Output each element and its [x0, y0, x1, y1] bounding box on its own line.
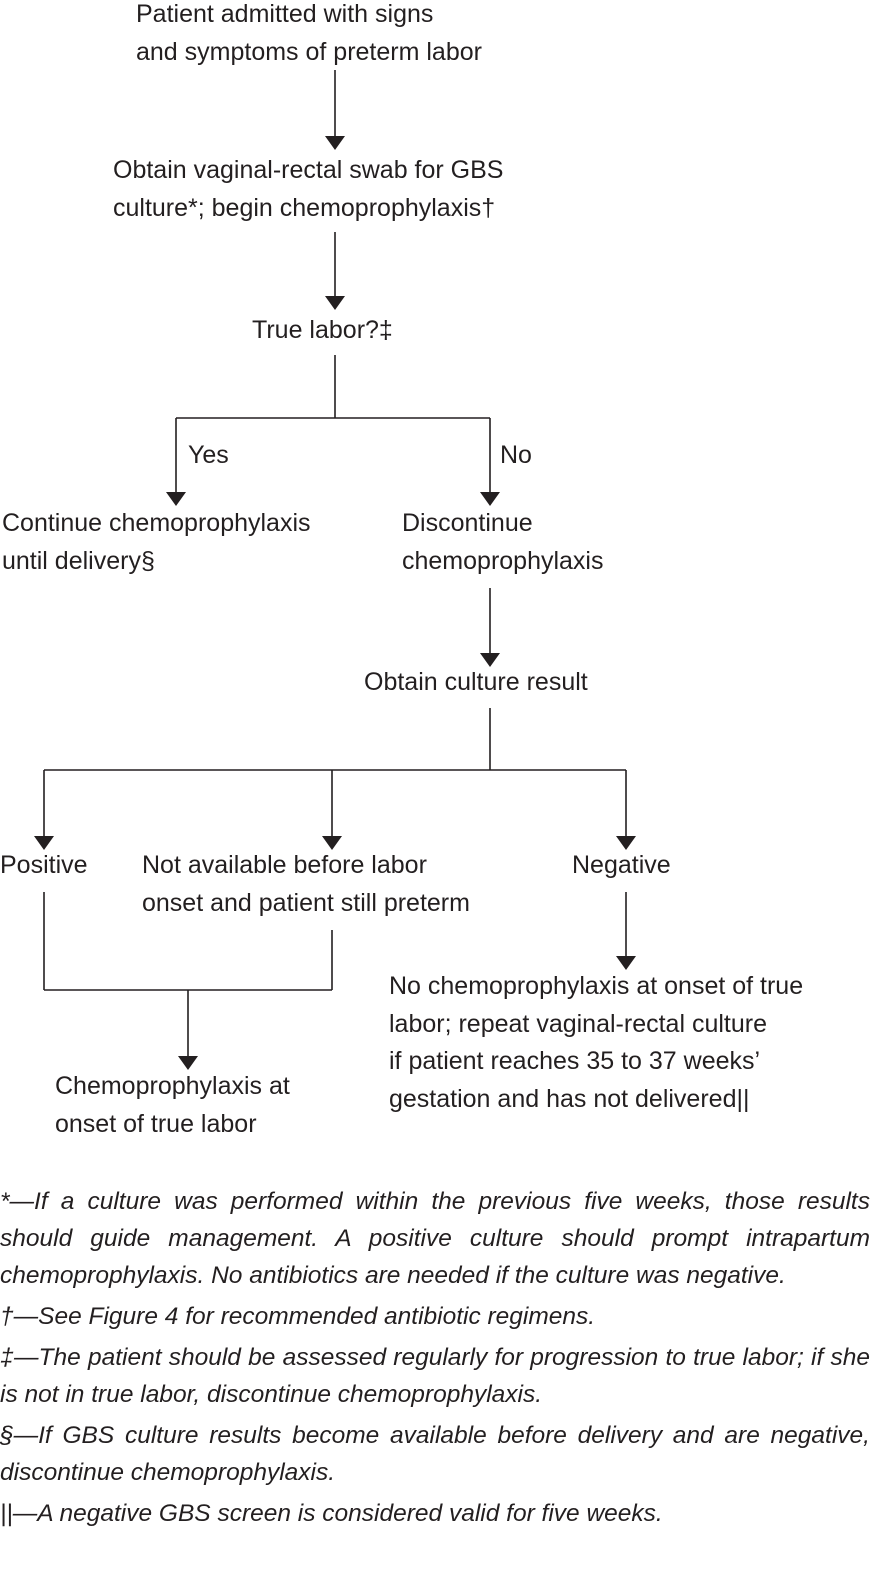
node-line: Continue chemoprophylaxis	[2, 509, 311, 537]
footnotes: *—If a culture was performed within the …	[0, 1183, 870, 1536]
node-line: if patient reaches 35 to 37 weeks’	[389, 1047, 761, 1075]
arrowhead	[480, 492, 500, 506]
arrowhead	[178, 1056, 198, 1070]
arrowhead	[616, 956, 636, 970]
arrowhead	[322, 836, 342, 850]
label-no: No	[500, 441, 532, 469]
label-yes: Yes	[188, 441, 229, 469]
arrowhead	[34, 836, 54, 850]
footnote: ||—A negative GBS screen is considered v…	[0, 1500, 663, 1527]
node-continue: Continue chemoprophylaxis until delivery…	[2, 505, 311, 580]
footnote: ‡—The patient should be assessed regular…	[0, 1344, 870, 1408]
node-discontinue: Discontinue chemoprophylaxis	[402, 505, 604, 580]
node-admitted: Patient admitted with signs and symptoms…	[136, 0, 482, 71]
node-line: No chemoprophylaxis at onset of true	[389, 972, 804, 1000]
arrowheads	[34, 136, 636, 1070]
node-not-available: Not available before labor onset and pat…	[142, 847, 470, 922]
arrowhead	[616, 836, 636, 850]
node-line: Not available before labor	[142, 851, 427, 879]
node-chemo-onset: Chemoprophylaxis at onset of true labor	[55, 1068, 290, 1143]
node-line: culture*; begin chemoprophylaxis†	[113, 193, 496, 222]
node-culture-result: Obtain culture result	[364, 668, 588, 696]
node-line: onset of true labor	[55, 1109, 257, 1138]
node-line: onset and patient still preterm	[142, 888, 470, 917]
node-true-labor: True labor?‡	[252, 316, 393, 344]
node-line: chemoprophylaxis	[402, 546, 604, 575]
arrowhead	[325, 136, 345, 150]
footnote: §—If GBS culture results become availabl…	[0, 1422, 870, 1486]
node-line: Discontinue	[402, 509, 533, 537]
arrowhead	[480, 653, 500, 667]
arrowhead	[325, 296, 345, 310]
node-line: until delivery§	[2, 546, 155, 575]
node-positive: Positive	[0, 851, 88, 879]
arrowhead	[166, 492, 186, 506]
node-line: gestation and has not delivered||	[389, 1084, 750, 1113]
node-negative: Negative	[572, 851, 671, 879]
footnote: *—If a culture was performed within the …	[0, 1188, 870, 1289]
node-no-chemo: No chemoprophylaxis at onset of true lab…	[389, 968, 803, 1118]
node-line: Chemoprophylaxis at	[55, 1072, 290, 1100]
node-line: Obtain vaginal-rectal swab for GBS	[113, 156, 504, 184]
node-line: labor; repeat vaginal-rectal culture	[389, 1009, 767, 1038]
node-swab: Obtain vaginal-rectal swab for GBS cultu…	[113, 152, 503, 227]
node-line: and symptoms of preterm labor	[136, 37, 482, 66]
node-line: Patient admitted with signs	[136, 0, 434, 28]
footnote: †—See Figure 4 for recommended antibioti…	[0, 1303, 596, 1330]
